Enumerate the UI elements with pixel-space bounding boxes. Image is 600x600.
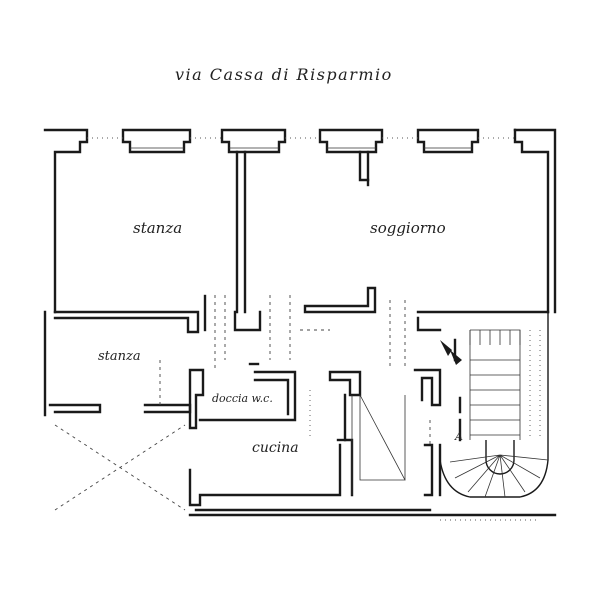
label-cucina: cucina xyxy=(252,440,299,456)
street-title: via Cassa di Risparmio xyxy=(175,65,393,84)
soggiorno-stub-wall xyxy=(358,150,370,187)
corridor-piers xyxy=(328,370,406,497)
label-soggiorno: soggiorno xyxy=(370,219,446,237)
wall-below-upper-rooms xyxy=(53,286,550,334)
bathroom-walls xyxy=(188,362,297,430)
label-doccia-wc: doccia w.c. xyxy=(212,392,273,405)
lower-left-room xyxy=(43,310,192,511)
facade-top-wall xyxy=(43,128,557,314)
label-stanza: stanza xyxy=(133,219,182,237)
spiral-staircase xyxy=(439,312,549,498)
kitchen-walls xyxy=(188,443,557,517)
label-stanza-small: stanza xyxy=(98,349,141,364)
partition-stanza-soggiorno xyxy=(235,150,247,314)
circulation-dashes xyxy=(159,295,540,521)
landing-walls xyxy=(413,338,462,497)
stair-marker: A xyxy=(454,430,463,443)
